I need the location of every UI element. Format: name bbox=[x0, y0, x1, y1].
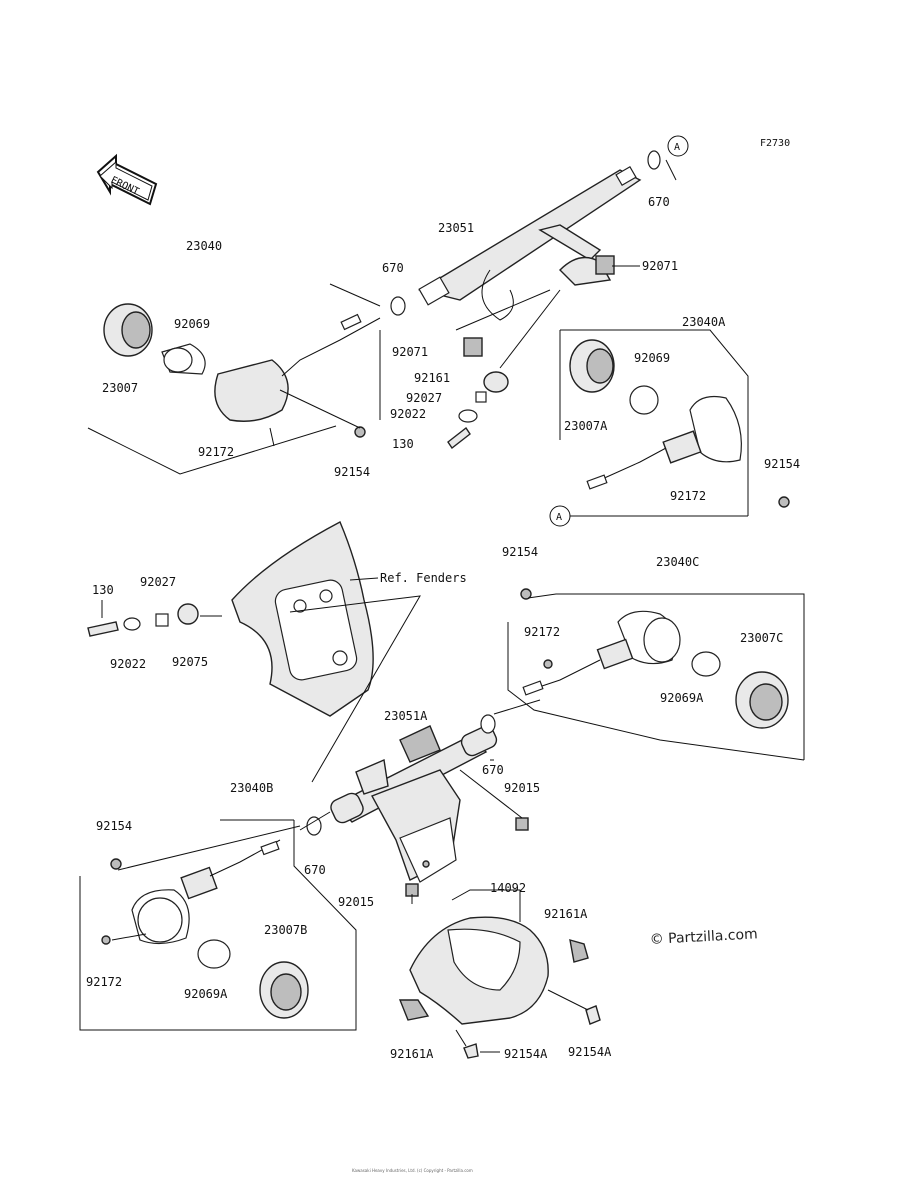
label-92161: 92161 bbox=[414, 371, 450, 385]
nut-92154-b bbox=[778, 496, 790, 508]
label-670-d: 670 bbox=[304, 863, 326, 877]
bracket-23051A bbox=[330, 725, 498, 883]
label-670-c: 670 bbox=[482, 763, 504, 777]
label-23040C: 23040C bbox=[656, 555, 699, 569]
label-92161A: 92161A bbox=[544, 907, 588, 921]
label-92075: 92075 bbox=[172, 655, 208, 669]
label-23040: 23040 bbox=[186, 239, 222, 253]
svg-text:A: A bbox=[674, 142, 680, 153]
label-92172-c: 92172 bbox=[524, 625, 560, 639]
label-670-a: 670 bbox=[382, 261, 404, 275]
label-23007A: 23007A bbox=[564, 419, 608, 433]
label-92172-d: 92172 bbox=[86, 975, 122, 989]
fender-panel bbox=[231, 521, 374, 717]
label-23051: 23051 bbox=[438, 221, 474, 235]
oring-670-b bbox=[647, 150, 661, 170]
bolt-130 bbox=[447, 426, 471, 450]
label-92154-b: 92154 bbox=[764, 457, 800, 471]
turn-signal-23040 bbox=[103, 303, 381, 447]
label-92172-b: 92172 bbox=[670, 489, 706, 503]
footer-copyright: Kawasaki Heavy Industries, Ltd. (c) Copy… bbox=[352, 1168, 473, 1173]
label-23007B: 23007B bbox=[264, 923, 307, 937]
cover-14092 bbox=[398, 916, 601, 1059]
grommet-92075 bbox=[177, 603, 199, 625]
damper-92161 bbox=[483, 371, 509, 393]
label-92069A: 92069A bbox=[660, 691, 704, 705]
svg-text:A: A bbox=[556, 512, 562, 523]
label-92069A-b: 92069A bbox=[184, 987, 228, 1001]
bracket-23051 bbox=[418, 165, 642, 321]
washer-92022-b bbox=[123, 617, 141, 631]
turn-signal-23040A bbox=[569, 339, 742, 490]
collar-92027 bbox=[475, 391, 487, 403]
label-92154A-b: 92154A bbox=[568, 1045, 612, 1059]
collar-92027-b bbox=[155, 613, 169, 627]
label-ref-fenders: Ref. Fenders bbox=[380, 571, 467, 585]
label-92172-a: 92172 bbox=[198, 445, 234, 459]
ref-marker-a-bottom: A bbox=[549, 505, 571, 527]
label-23007: 23007 bbox=[102, 381, 138, 395]
label-92161A-b: 92161A bbox=[390, 1047, 434, 1061]
washer-92022 bbox=[458, 409, 478, 423]
label-92022-a: 92022 bbox=[390, 407, 426, 421]
label-92154-a: 92154 bbox=[334, 465, 370, 479]
label-92154-c: 92154 bbox=[502, 545, 538, 559]
label-92015-b: 92015 bbox=[338, 895, 374, 909]
label-92071-b: 92071 bbox=[392, 345, 428, 359]
label-23040B: 23040B bbox=[230, 781, 273, 795]
label-92027-a: 92027 bbox=[406, 391, 442, 405]
watermark: © Partzilla.com bbox=[649, 926, 758, 948]
label-14092: 14092 bbox=[490, 881, 526, 895]
label-92015-a: 92015 bbox=[504, 781, 540, 795]
collar-92015-a bbox=[515, 817, 529, 831]
label-23040A: 23040A bbox=[682, 315, 726, 329]
label-92071-a: 92071 bbox=[642, 259, 678, 273]
label-23051A: 23051A bbox=[384, 709, 428, 723]
label-92069-b: 92069 bbox=[634, 351, 670, 365]
oring-670-a bbox=[390, 296, 406, 316]
label-130-b: 130 bbox=[92, 583, 114, 597]
front-arrow-icon: FRONT bbox=[96, 153, 158, 206]
label-23007C: 23007C bbox=[740, 631, 783, 645]
label-92154-d: 92154 bbox=[96, 819, 132, 833]
ref-marker-a-top: A bbox=[667, 135, 689, 157]
turn-signal-23040C bbox=[520, 588, 789, 729]
nut-92154-a bbox=[354, 426, 366, 438]
label-92069: 92069 bbox=[174, 317, 210, 331]
bolt-130-b bbox=[87, 621, 119, 637]
label-92027-b: 92027 bbox=[140, 575, 176, 589]
turn-signal-23040B bbox=[101, 839, 309, 1019]
grommet-92071-a bbox=[595, 255, 615, 275]
label-130-a: 130 bbox=[392, 437, 414, 451]
label-92022-b: 92022 bbox=[110, 657, 146, 671]
grommet-92071-b bbox=[463, 337, 483, 357]
label-92154A: 92154A bbox=[504, 1047, 548, 1061]
label-670-b: 670 bbox=[648, 195, 670, 209]
oring-670-d bbox=[306, 816, 322, 836]
oring-670-c bbox=[480, 714, 496, 734]
figure-code: F2730 bbox=[760, 138, 790, 149]
